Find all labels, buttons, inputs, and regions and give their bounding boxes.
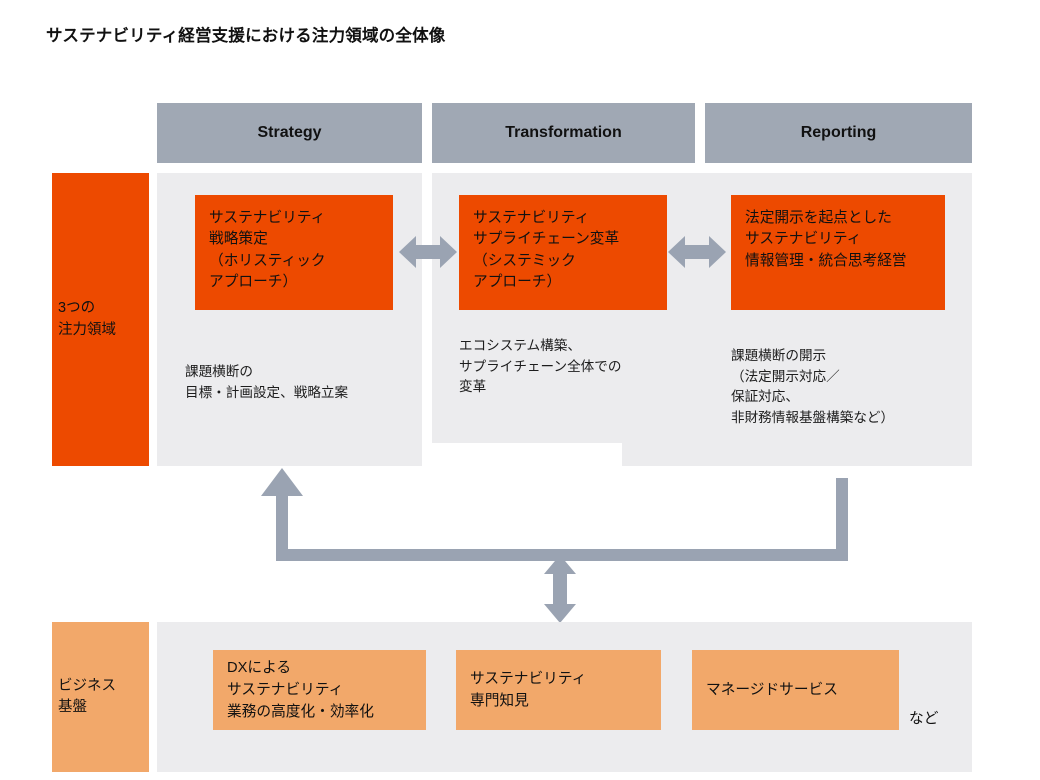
- column-header-reporting-label: Reporting: [800, 124, 877, 141]
- base-etc-label: など: [909, 711, 939, 727]
- concept-box-strategy: サステナビリティ 戦略策定 （ホリスティック アプローチ）: [195, 195, 393, 310]
- business-base-tag: ビジネス 基盤: [52, 622, 149, 772]
- focus-areas-tag-label: 3つの 注力領域: [58, 300, 116, 338]
- column-header-transformation: Transformation: [432, 103, 695, 163]
- business-base-tag-label: ビジネス 基盤: [58, 677, 116, 715]
- description-strategy: 課題横断の 目標・計画設定、戦略立案: [185, 364, 349, 400]
- concept-box-strategy-label: サステナビリティ 戦略策定 （ホリスティック アプローチ）: [209, 210, 326, 291]
- base-box-managed-service-label: マネージドサービス: [706, 681, 838, 698]
- column-header-strategy: Strategy: [157, 103, 422, 163]
- concept-box-transformation: サステナビリティ サプライチェーン変革 （システミック アプローチ）: [459, 195, 667, 310]
- double-arrow-horizontal-icon: [399, 236, 457, 268]
- base-box-dx: DXによる サステナビリティ 業務の高度化・効率化: [213, 650, 426, 730]
- concept-box-transformation-label: サステナビリティ サプライチェーン変革 （システミック アプローチ）: [473, 210, 620, 291]
- base-box-dx-label: DXによる サステナビリティ 業務の高度化・効率化: [227, 659, 374, 721]
- column-header-transformation-label: Transformation: [505, 124, 622, 141]
- description-reporting: 課題横断の開示 （法定開示対応／ 保証対応、 非財務情報基盤構築など）: [731, 348, 895, 425]
- description-transformation: エコシステム構築、 サプライチェーン全体での 変革: [459, 338, 622, 395]
- page-title: サステナビリティ経営支援における注力領域の全体像: [46, 27, 446, 45]
- focus-areas-tag: 3つの 注力領域: [52, 173, 149, 466]
- base-box-expertise: サステナビリティ 専門知見: [456, 650, 661, 730]
- concept-box-reporting: 法定開示を起点とした サステナビリティ 情報管理・統合思考経営: [731, 195, 945, 310]
- column-header-strategy-label: Strategy: [257, 124, 322, 141]
- double-arrow-vertical-icon: [544, 555, 576, 623]
- column-header-reporting: Reporting: [705, 103, 972, 163]
- double-arrow-horizontal-icon: [668, 236, 726, 268]
- concept-box-reporting-label: 法定開示を起点とした サステナビリティ 情報管理・統合思考経営: [745, 210, 907, 269]
- base-box-expertise-label: サステナビリティ 専門知見: [470, 670, 587, 709]
- loop-arrow-icon: [261, 468, 848, 561]
- base-box-managed-service: マネージドサービス: [692, 650, 899, 730]
